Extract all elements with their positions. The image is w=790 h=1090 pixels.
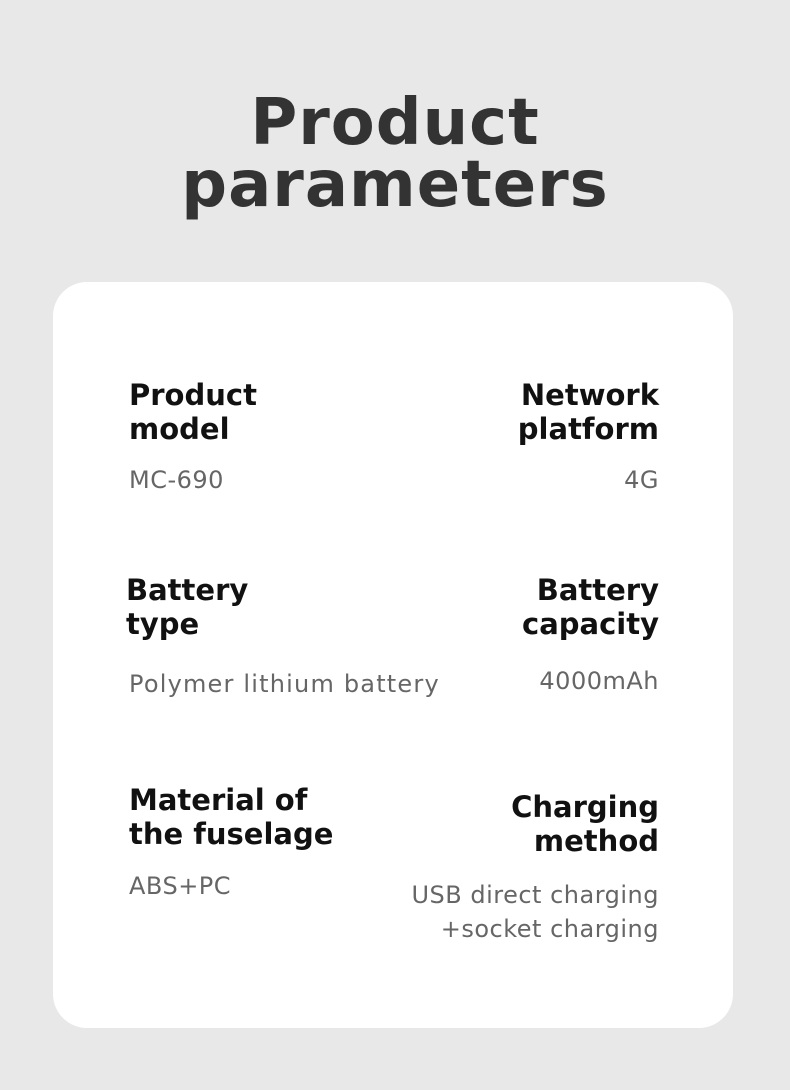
param-battery-capacity: Battery capacity 4000mAh bbox=[522, 573, 659, 698]
param-label-line-1: Product bbox=[129, 378, 257, 412]
param-charging-method: Charging method USB direct charging +soc… bbox=[411, 790, 659, 946]
param-material-of-fuselage: Material of the fuselage ABS+PC bbox=[129, 783, 333, 903]
param-value: 4000mAh bbox=[522, 664, 659, 698]
param-value: MC-690 bbox=[129, 463, 257, 497]
param-label: Product model bbox=[129, 378, 257, 446]
param-value-line-2: +socket charging bbox=[440, 915, 659, 943]
param-label: Battery capacity bbox=[522, 573, 659, 641]
param-value: 4G bbox=[518, 463, 659, 497]
page-title-line-2: parameters bbox=[181, 148, 609, 222]
param-value: USB direct charging +socket charging bbox=[411, 878, 659, 946]
param-value-line-1: Polymer lithium battery bbox=[129, 670, 440, 698]
param-value-line-1: 4G bbox=[624, 466, 659, 494]
param-value-line-1: 4000mAh bbox=[539, 667, 659, 695]
param-label-line-2: model bbox=[129, 412, 230, 446]
param-label-line-1: Battery bbox=[126, 573, 249, 607]
param-label: Charging method bbox=[411, 790, 659, 858]
param-product-model: Product model MC-690 bbox=[129, 378, 257, 497]
param-value-line-1: USB direct charging bbox=[411, 881, 659, 909]
param-label-line-2: method bbox=[533, 824, 659, 858]
param-battery-type: Battery type Polymer lithium battery bbox=[126, 573, 440, 701]
param-label-line-2: capacity bbox=[522, 607, 659, 641]
param-label-line-1: Battery bbox=[536, 573, 659, 607]
param-label-line-2: the fuselage bbox=[129, 817, 334, 851]
param-label-line-2: type bbox=[126, 607, 200, 641]
param-label-line-2: platform bbox=[517, 412, 659, 446]
page-title-line-1: Product bbox=[250, 86, 540, 160]
param-value-line-1: ABS+PC bbox=[129, 872, 232, 900]
param-label-line-1: Charging bbox=[511, 790, 659, 824]
param-value: ABS+PC bbox=[129, 869, 333, 903]
param-label: Battery type bbox=[126, 573, 440, 641]
param-network-platform: Network platform 4G bbox=[518, 378, 659, 497]
param-label: Material of the fuselage bbox=[129, 783, 333, 851]
parameters-card: Product model MC-690 Network platform 4G… bbox=[53, 282, 733, 1028]
param-value-line-1: MC-690 bbox=[129, 466, 224, 494]
param-label-line-1: Network bbox=[520, 378, 659, 412]
param-value: Polymer lithium battery bbox=[129, 667, 440, 701]
page-title: Product parameters bbox=[0, 86, 790, 222]
param-label: Network platform bbox=[518, 378, 659, 446]
param-label-line-1: Material of bbox=[129, 783, 308, 817]
